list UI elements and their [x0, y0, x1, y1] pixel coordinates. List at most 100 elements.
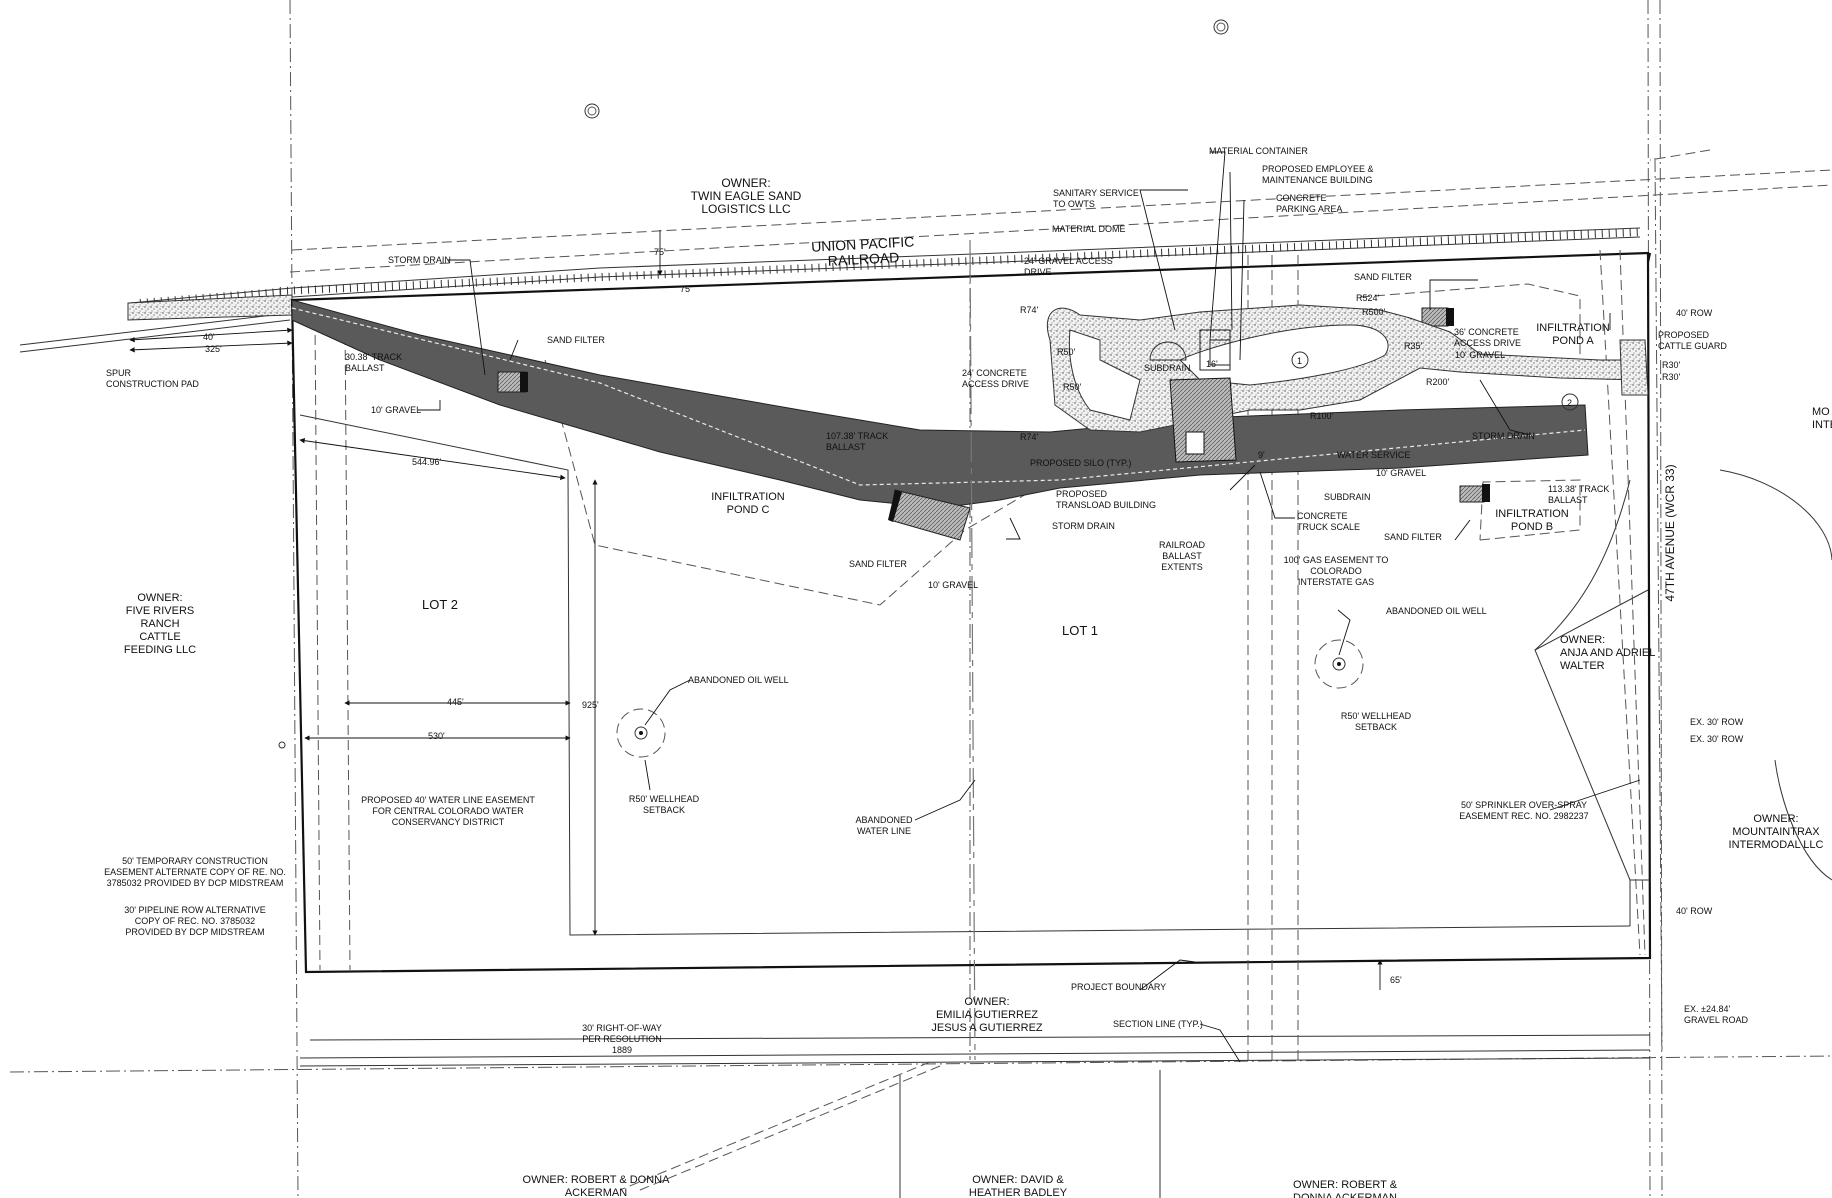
- label-line: OWNER: ROBERT & DONNA: [523, 1174, 671, 1186]
- dim-r500: R500': [1362, 307, 1386, 317]
- label-line: TRUCK SCALE: [1297, 522, 1360, 532]
- label-line: STORM DRAIN: [1472, 431, 1535, 441]
- section-line-label: SECTION LINE (TYP.): [1113, 1019, 1203, 1029]
- label-line: EX. 30' ROW: [1690, 717, 1744, 727]
- railroad-label: UNION PACIFICRAILROAD: [811, 233, 916, 269]
- owner-partial-label: MOINTE: [1812, 406, 1832, 431]
- water-service-label: WATER SERVICE: [1337, 450, 1410, 460]
- storm-drain-label-2: STORM DRAIN: [1052, 521, 1115, 531]
- sand-filter-label-4: SAND FILTER: [1384, 532, 1442, 542]
- dimension-lines: [129, 230, 1383, 990]
- label-line: SAND FILTER: [1354, 272, 1412, 282]
- marker-2-label: 2: [1567, 398, 1572, 408]
- label-line: SAND FILTER: [849, 559, 907, 569]
- sand-filter-label-2: SAND FILTER: [849, 559, 907, 569]
- property-lines: [278, 19, 1832, 1051]
- label-line: CONCRETE: [1276, 193, 1327, 203]
- label-line: SANITARY SERVICE: [1053, 188, 1139, 198]
- label-line: ANJA AND ADRIEL: [1560, 647, 1655, 659]
- label-line: OWNER:: [1753, 813, 1798, 825]
- label-line: 544.96': [412, 457, 442, 467]
- avenue-label: 47TH AVENUE (WCR 33): [1663, 464, 1677, 601]
- label-line: OWNER:: [137, 592, 182, 604]
- dim-r30-b: R30': [1662, 372, 1681, 382]
- label-line: R524': [1356, 293, 1380, 303]
- label-line: GRAVEL ROAD: [1684, 1015, 1749, 1025]
- label-line: EASEMENT REC. NO. 2982237: [1459, 811, 1588, 821]
- label-line: 3785032 PROVIDED BY DCP MIDSTREAM: [107, 878, 284, 888]
- label-line: ABANDONED OIL WELL: [1386, 606, 1487, 616]
- label-line: 10' GRAVEL: [1455, 350, 1505, 360]
- label-line: 107.38' TRACK: [826, 431, 888, 441]
- label-line: SUBDRAIN: [1144, 363, 1191, 373]
- label-line: 1889: [612, 1045, 632, 1055]
- dim-325: 325': [205, 344, 222, 354]
- dim-445: 445': [447, 697, 464, 707]
- label-line: 325': [205, 344, 222, 354]
- label-line: 40' ROW: [1676, 906, 1713, 916]
- label-line: R500': [1362, 307, 1386, 317]
- leader-lines: [418, 151, 1641, 1063]
- dim-9: 9': [1258, 450, 1265, 460]
- dim-75-a: 75': [654, 247, 666, 257]
- easements: [314, 249, 1646, 1060]
- label-line: HEATHER BADLEY: [969, 1187, 1068, 1198]
- label-line: INFILTRATION: [1495, 508, 1569, 520]
- label-line: 40': [203, 332, 215, 342]
- label-line: 47TH AVENUE (WCR 33): [1663, 464, 1677, 601]
- label-line: ABANDONED: [855, 815, 913, 825]
- label-line: WALTER: [1560, 660, 1605, 672]
- label-line: 50' SPRINKLER OVER-SPRAY: [1461, 800, 1587, 810]
- label-line: R100': [1310, 411, 1334, 421]
- label-line: OWNER: DAVID &: [972, 1174, 1064, 1186]
- label-line: MO: [1812, 406, 1830, 418]
- dim-40: 40': [203, 332, 215, 342]
- label-line: RAILROAD: [827, 249, 899, 269]
- label-line: BALLAST: [345, 363, 385, 373]
- gravel-road-label: EX. ±24.84'GRAVEL ROAD: [1684, 1004, 1749, 1025]
- label-line: BALLAST: [826, 442, 866, 452]
- label-line: ABANDONED OIL WELL: [688, 675, 789, 685]
- label-line: SUBDRAIN: [1324, 492, 1371, 502]
- label-line: SAND FILTER: [1384, 532, 1442, 542]
- label-line: MATERIAL CONTAINER: [1209, 146, 1308, 156]
- label-line: BALLAST: [1162, 551, 1202, 561]
- label-line: R74': [1020, 305, 1039, 315]
- sand-filter-label-3: SAND FILTER: [1354, 272, 1412, 282]
- label-line: WATER SERVICE: [1337, 450, 1410, 460]
- abandoned-water-line: [969, 239, 976, 1061]
- dim-65: 65': [1390, 975, 1402, 985]
- dim-r74-a: R74': [1020, 305, 1039, 315]
- label-line: ACCESS DRIVE: [962, 379, 1029, 389]
- label-line: CONSTRUCTION PAD: [106, 379, 199, 389]
- label-line: MOUNTAINTRAX: [1732, 826, 1820, 838]
- gravel-10-label-3: 10' GRAVEL: [1455, 350, 1505, 360]
- label-line: 530': [428, 731, 445, 741]
- label-line: 445': [447, 697, 464, 707]
- label-line: 40' ROW: [1676, 308, 1713, 318]
- dim-r524: R524': [1356, 293, 1380, 303]
- label-line: 9': [1258, 450, 1265, 460]
- label-line: 24' GRAVEL ACCESS: [1024, 256, 1113, 266]
- material-dome-label: MATERIAL DOME: [1052, 224, 1126, 234]
- dim-75-b: 75': [680, 284, 692, 294]
- row-40-label-1: 40' ROW: [1676, 308, 1713, 318]
- abandoned-well-label-2: ABANDONED OIL WELL: [1386, 606, 1487, 616]
- label-line: 50' TEMPORARY CONSTRUCTION: [122, 856, 268, 866]
